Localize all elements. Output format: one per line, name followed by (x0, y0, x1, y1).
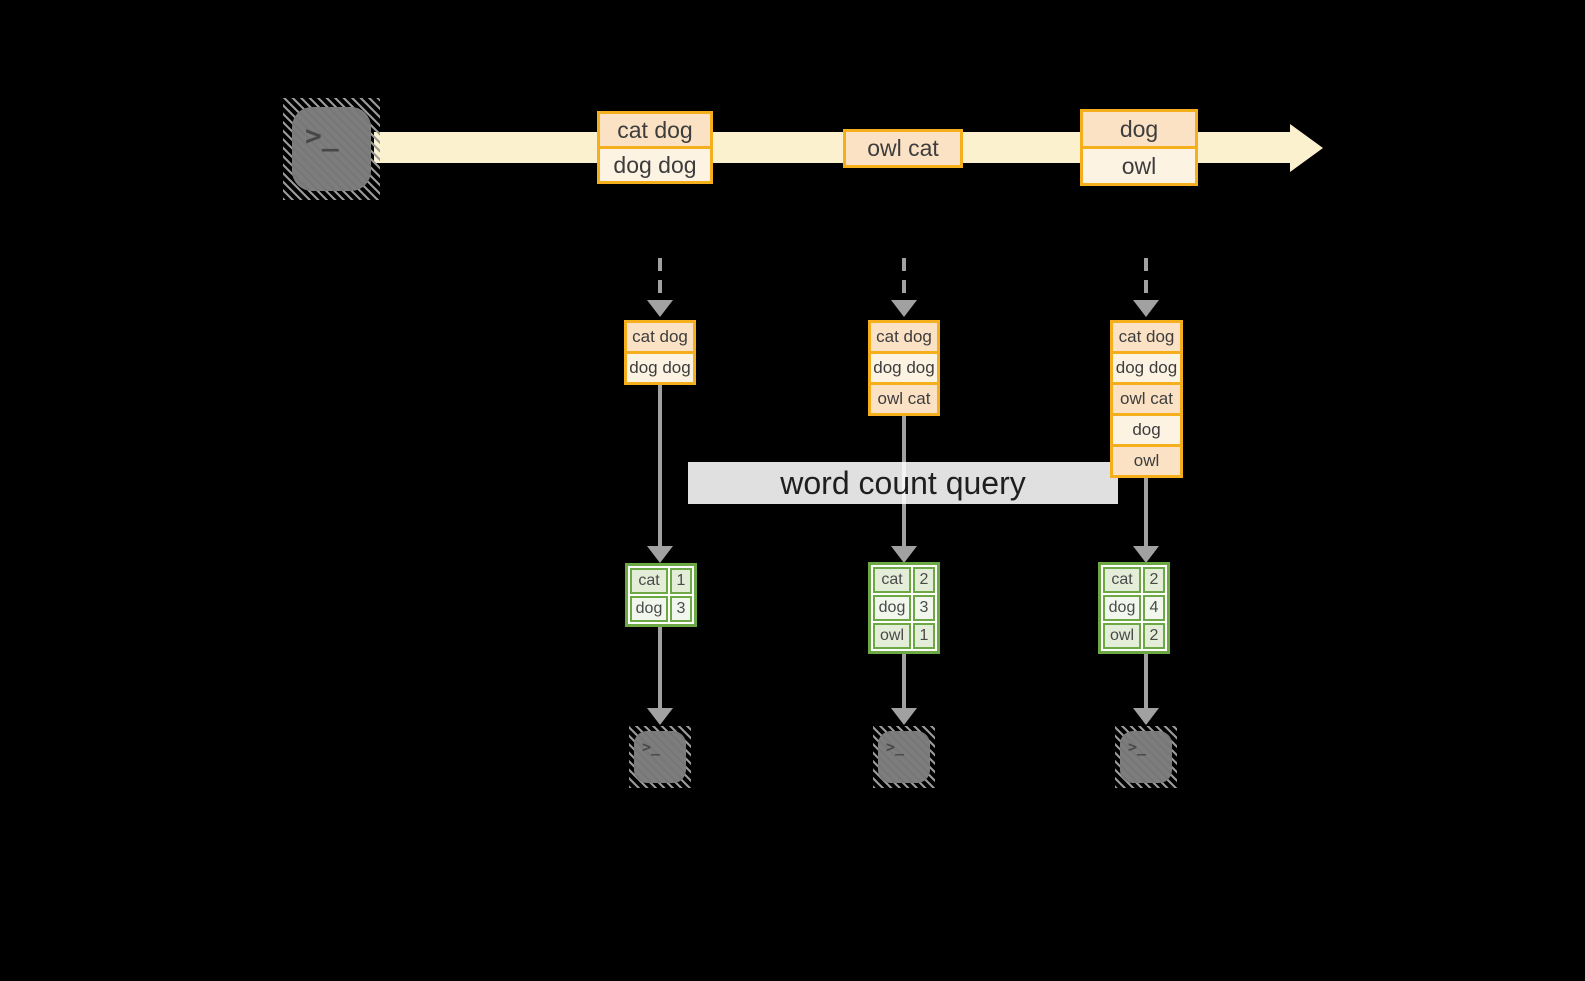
timeline-message: owl cat (846, 132, 960, 165)
flow-arrow-line (902, 654, 906, 709)
terminal-prompt-glyph: >_ (642, 738, 661, 756)
count-word-cell: dog (630, 596, 668, 622)
word-count-table-1: cat 1 dog 3 (625, 563, 697, 627)
flow-arrow-line (658, 627, 662, 709)
flow-arrow-head (647, 708, 673, 725)
terminal-prompt-glyph: >_ (886, 738, 905, 756)
count-word-cell: owl (873, 623, 911, 649)
timeline-message-group-1: cat dog dog dog (597, 111, 713, 184)
count-word-cell: dog (1103, 595, 1141, 621)
flow-arrow-line (658, 385, 662, 547)
terminal-face: >_ (292, 107, 371, 191)
flow-arrow-head (1133, 708, 1159, 725)
terminal-face: >_ (878, 731, 930, 783)
count-word-cell: owl (1103, 623, 1141, 649)
producer-terminal-icon: >_ (283, 98, 380, 200)
count-value-cell: 2 (913, 567, 935, 593)
flow-arrow-line (1144, 478, 1148, 547)
dashed-arrow-head (891, 300, 917, 317)
terminal-prompt-glyph: >_ (305, 119, 339, 152)
timeline-message: dog (1083, 112, 1195, 146)
count-value-cell: 1 (670, 568, 692, 594)
dashed-arrow-head (1133, 300, 1159, 317)
dashed-arrow-line (658, 258, 662, 300)
count-value-cell: 2 (1143, 567, 1165, 593)
flow-arrow-head (1133, 546, 1159, 563)
count-word-cell: dog (873, 595, 911, 621)
count-value-cell: 4 (1143, 595, 1165, 621)
count-value-cell: 3 (913, 595, 935, 621)
consumer-terminal-icon-3: >_ (1115, 726, 1177, 788)
count-word-cell: cat (1103, 567, 1141, 593)
consumer-terminal-icon-2: >_ (873, 726, 935, 788)
word-count-query-label: word count query (780, 464, 1026, 501)
terminal-prompt-glyph: >_ (1128, 738, 1147, 756)
word-count-table-3: cat 2 dog 4 owl 2 (1098, 562, 1170, 654)
flow-arrow-line (1144, 654, 1148, 709)
stream-arrow-head (1290, 124, 1323, 172)
buffer-message: owl cat (871, 385, 937, 413)
count-value-cell: 2 (1143, 623, 1165, 649)
buffer-message: owl (1113, 447, 1180, 475)
timeline-message-group-3: dog owl (1080, 109, 1198, 186)
timeline-message: cat dog (600, 114, 710, 146)
terminal-face: >_ (1120, 731, 1172, 783)
message-buffer-2: cat dog dog dog owl cat (868, 320, 940, 416)
count-word-cell: cat (630, 568, 668, 594)
message-buffer-3: cat dog dog dog owl cat dog owl (1110, 320, 1183, 478)
flow-arrow-head (891, 708, 917, 725)
buffer-message: dog dog (871, 354, 937, 382)
timeline-message: owl (1083, 149, 1195, 183)
buffer-message: owl cat (1113, 385, 1180, 413)
buffer-message: cat dog (627, 323, 693, 351)
dashed-arrow-line (902, 258, 906, 300)
flow-arrow-head (647, 546, 673, 563)
flow-arrow-head (891, 546, 917, 563)
terminal-face: >_ (634, 731, 686, 783)
count-value-cell: 3 (670, 596, 692, 622)
timeline-message: dog dog (600, 149, 710, 181)
word-count-query-banner: word count query (688, 462, 1118, 504)
buffer-message: dog dog (627, 354, 693, 382)
count-word-cell: cat (873, 567, 911, 593)
buffer-message: dog dog (1113, 354, 1180, 382)
count-value-cell: 1 (913, 623, 935, 649)
buffer-message: dog (1113, 416, 1180, 444)
timeline-message-group-2: owl cat (843, 129, 963, 168)
dashed-arrow-head (647, 300, 673, 317)
word-count-table-2: cat 2 dog 3 owl 1 (868, 562, 940, 654)
buffer-message: cat dog (871, 323, 937, 351)
consumer-terminal-icon-1: >_ (629, 726, 691, 788)
message-buffer-1: cat dog dog dog (624, 320, 696, 385)
buffer-message: cat dog (1113, 323, 1180, 351)
dashed-arrow-line (1144, 258, 1148, 300)
